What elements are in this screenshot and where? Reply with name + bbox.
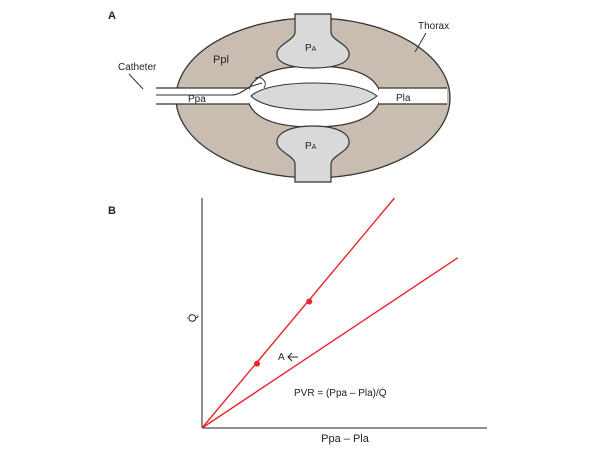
- catheter-label: Catheter: [118, 62, 157, 73]
- panel-b-letter: B: [108, 205, 116, 217]
- alveolar-pressure-top-label: PA: [305, 43, 317, 54]
- left-atrial-pressure-label: Pla: [396, 93, 411, 104]
- catheter-tip: [254, 77, 266, 89]
- thorax-label: Thorax: [418, 21, 449, 32]
- series-line-1: [201, 197, 396, 429]
- point-a-arrow: [287, 352, 298, 362]
- data-point-1-1: [254, 360, 260, 367]
- x-axis-label: Ppa – Pla: [321, 433, 370, 445]
- thorax-pointer: [414, 32, 427, 53]
- pleural-pressure-label: Ppl: [213, 54, 229, 66]
- panel-b: B Q̇ Ppa – Pla A PVR = (Ppa – Pla)/Q̇: [108, 197, 487, 445]
- capillary-vessel: [250, 82, 378, 111]
- catheter-pointer: [128, 73, 144, 90]
- panel-a: A Catheter Thorax Ppl Ppa: [108, 10, 451, 183]
- alveolar-stalk-bottom: [276, 125, 350, 183]
- alveolar-pressure-bottom-label: PA: [305, 141, 317, 152]
- plot-lines: [201, 197, 459, 429]
- alveolar-stalk-top: [276, 13, 350, 69]
- panel-a-letter: A: [108, 10, 116, 22]
- y-axis-label: Q̇: [186, 313, 199, 322]
- vessel-tubes: [156, 87, 447, 105]
- catheter-line: [156, 82, 263, 96]
- series-line-2: [201, 257, 459, 429]
- pvr-formula: PVR = (Ppa – Pla)/Q̇: [294, 386, 387, 399]
- point-a-label: A: [278, 352, 285, 363]
- data-point-1-2: [306, 298, 313, 305]
- pulmonary-artery-pressure-label: Ppa: [188, 94, 206, 105]
